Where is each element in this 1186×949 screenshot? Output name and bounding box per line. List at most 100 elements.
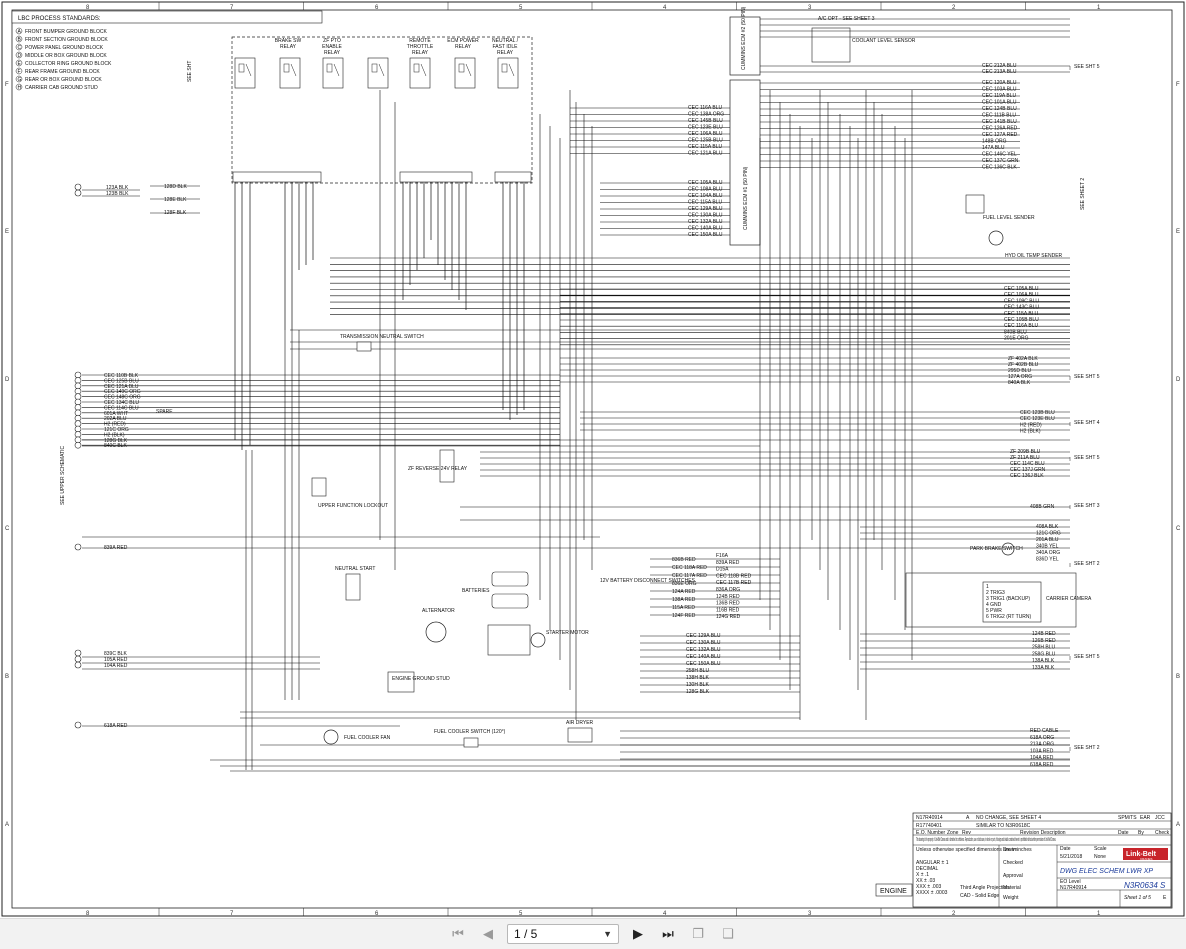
right-wire-label: 618A ORG [1030,735,1054,741]
svg-text:SIMILAR TO N3R0618C: SIMILAR TO N3R0618C [976,823,1031,829]
right-wire-label: 213A ORG [1030,742,1054,748]
rotate-page-button[interactable]: ❑ [717,923,739,945]
grid-column-label: 5 [519,5,523,11]
standard-item: REAR FRAME GROUND BLOCK [25,69,100,75]
right-wire-label: 618A RED [1030,762,1054,768]
right-wire-label: ZF 402A BLK [1008,356,1038,362]
right-wire-label: CEC 105B BLU [1004,317,1039,323]
right-wire-label: CEC 143C BLU [1004,305,1039,311]
relay-coil [413,63,420,73]
battery-wire-label: 124G RED [716,614,741,620]
right-wire-label: H2 (BLK) [1020,429,1041,435]
right-wire-label: CEC 212A BLU [982,63,1017,69]
first-page-button[interactable]: ⏮ [447,923,469,945]
drawing-title: DWG ELEC SCHEM LWR XP [1060,868,1153,875]
last-page-button[interactable]: ⏭ [657,923,679,945]
lower-bus-label: CEC 150A BLU [686,661,721,667]
lower-bus-label: 130H BLK [686,682,709,688]
coolant-label: COOLANT LEVEL SENSOR [852,38,916,44]
grid-row-label: D [5,377,10,383]
page-selector[interactable]: 1 / 5 ▼ [507,924,619,944]
right-wire-label: CEC 115A BLU [1004,311,1038,317]
chevron-down-icon: ▼ [603,929,612,939]
grid-row-label: B [5,674,9,680]
title-block-header: Rev [962,830,971,836]
right-wire-label: 295D BLU [1008,368,1031,374]
ecm-wire-label: CEC 140A BLU [688,226,723,232]
standard-bullet [15,83,23,91]
relay-coil [371,63,378,73]
next-page-button[interactable]: ▶ [627,923,649,945]
ecm-wire-label: CEC 115A BLU [688,144,722,150]
ecm-wire-label: CEC 105A BLU [688,180,723,186]
grid-row-label: F [5,82,9,88]
ecm-wire-label: CEC 130A BLU [688,213,723,219]
wire-label: 618A RED [104,723,128,729]
grid-row-label: E [5,229,9,235]
wire-label: 601A WHT [104,411,128,417]
right-wire-label: 340B YEL [1036,544,1059,550]
camera-pin-label: 6 TRIG2 (RT TURN) [986,614,1032,620]
lower-bus-label: CEC 129A BLU [686,633,721,639]
wire-label: 840C BLK [104,443,127,449]
grid-column-label: 5 [519,911,523,917]
relay-contact [465,63,472,77]
right-wire-label: RED CABLE [1030,728,1059,734]
grid-row-label: A [5,822,9,828]
standard-key: H [18,85,22,91]
battery-wire-label: 124B RED [716,594,740,600]
right-wire-label: 836D YEL [1036,557,1059,563]
lower-bus-label: CEC 130A BLU [686,640,721,646]
svg-text:PARK BRAKE SWITCH: PARK BRAKE SWITCH [970,546,1023,552]
wire-label: CEC 110B BLK [104,373,139,379]
wire-label: CEC 125B BLU [104,378,139,384]
grid-column-label: 2 [952,5,956,11]
connector-icon [74,543,82,551]
svg-text:EO Level: EO Level [1060,879,1081,885]
relay-coil [238,63,245,73]
connector-icon [74,441,82,449]
right-wire-label: CEC 123E BLU [1020,416,1055,422]
ecm-connector-main: CUMMINS ECM #1 (50 PIN) [729,79,761,246]
relay-contact [245,63,252,77]
sheet-reference: SEE SHT 5 [1074,455,1100,461]
standard-item: COLLECTOR RING GROUND BLOCK [25,61,112,67]
relay-body [322,57,344,89]
standard-item: MIDDLE OR BOX GROUND BLOCK [25,53,107,59]
wire-label: CEC 149C ORG [104,389,141,395]
ecm-wire-label: CEC 115A BLU [688,200,722,206]
transmission-neutral-switch: TRANSMISSION NEUTRAL SWITCH [340,334,424,352]
relay-body [409,57,431,89]
right-wire-label: 148B ORG [982,139,1007,145]
right-wire-label: 408A BLK [1036,524,1059,530]
standard-bullet [15,43,23,51]
standard-item: POWER PANEL GROUND BLOCK [25,45,104,51]
wire-label: CEC 148C ORG [104,395,141,401]
fit-page-button[interactable]: ❐ [687,923,709,945]
park-brake-switch: PARK BRAKE SWITCH [970,542,1023,556]
camera-pin-label: 2 TRIG3 [986,590,1005,596]
ecm2-label: CUMMINS ECM #2 (50 PIN) [741,6,747,70]
ecm-wire-label: CEC 106A BLU [688,131,723,137]
ecm-connector-top: CUMMINS ECM #2 (50 PIN) [729,6,761,76]
tolerance-line: DECIMAL [916,866,938,872]
svg-text:SPM/TS: SPM/TS [1118,815,1137,821]
ecm-wire-label: CEC 129A BLU [688,206,723,212]
standard-key: G [18,77,22,83]
connector-icon [74,661,82,669]
previous-page-button[interactable]: ◀ [477,923,499,945]
ecm-wire-label: CEC 125B BLU [688,138,723,144]
tolerance-line: XXXX ± .0003 [916,890,948,896]
svg-text:NEUTRAL START: NEUTRAL START [335,566,375,572]
grid-column-label: 8 [86,5,90,11]
ecm-wire-label: CEC 104A BLU [688,193,723,199]
svg-text:Material: Material [1003,885,1021,891]
standard-key: C [18,45,22,51]
standard-key: D [18,53,22,59]
battery-wire-label: 124A RED [672,589,696,595]
right-wire-label: CEC 137C GRN [982,158,1019,164]
grid-row-label: B [1176,674,1180,680]
right-wire-label: ZF 402B BLU [1008,362,1039,368]
ecm1-label: CUMMINS ECM #1 (50 PIN) [743,166,749,230]
